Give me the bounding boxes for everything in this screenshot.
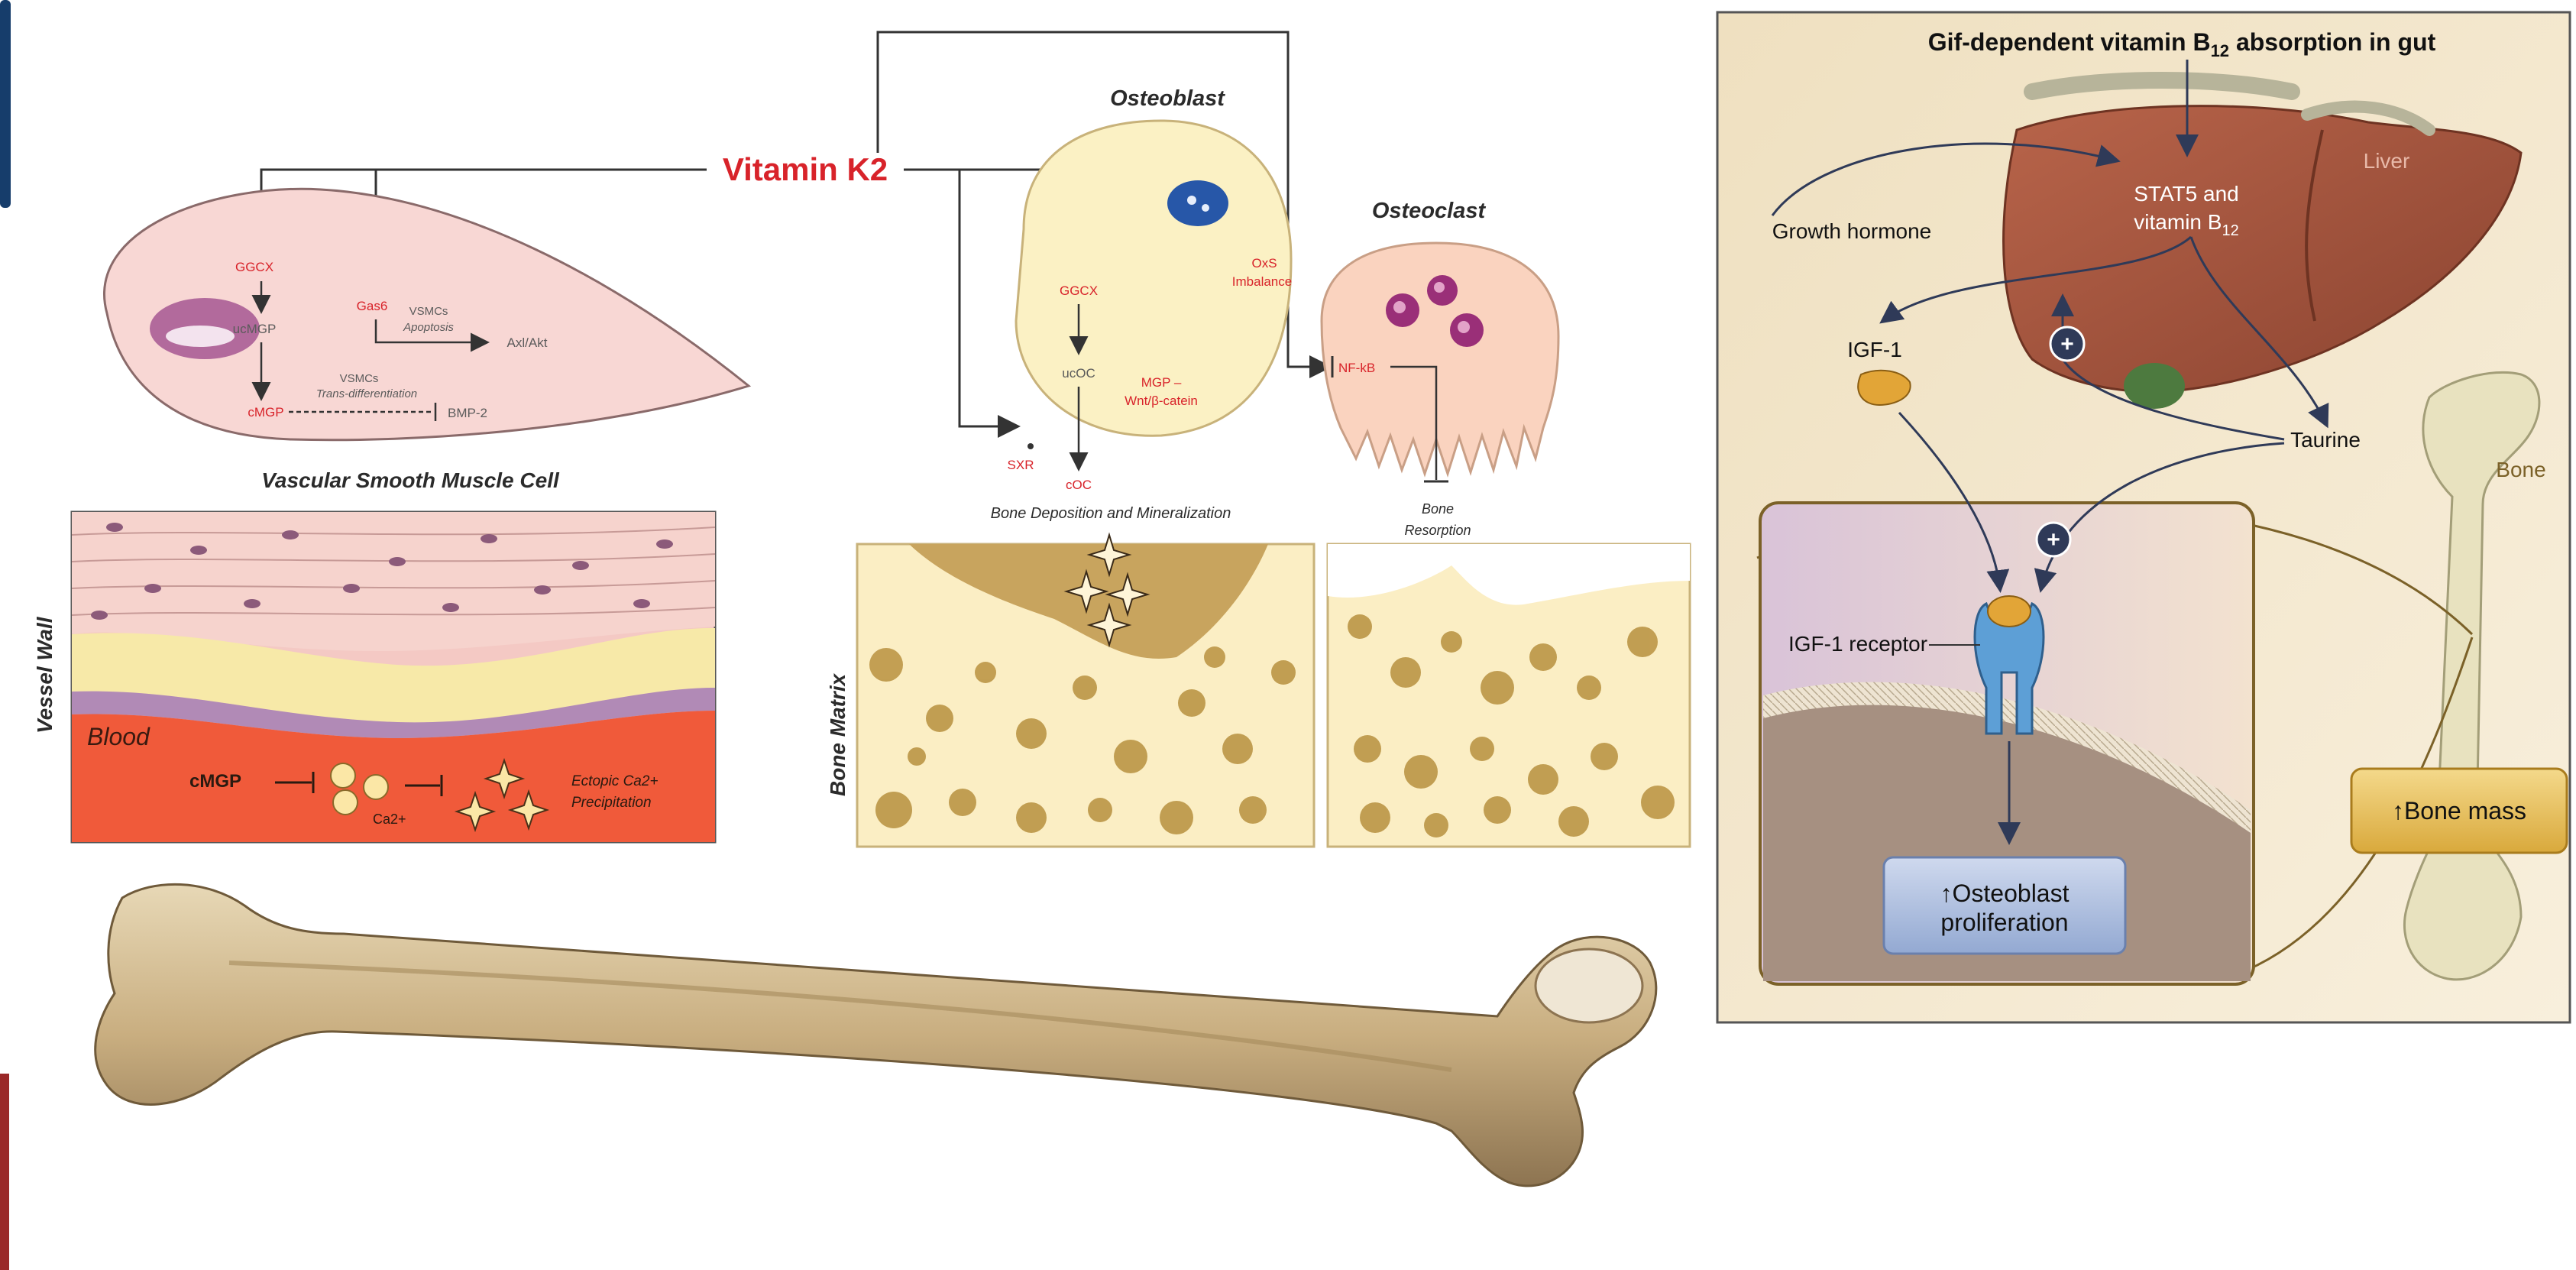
vsmc-apoptosis-line1: VSMCs [409,305,448,318]
bone-pore [869,648,903,682]
bone-pore [1016,802,1047,833]
ectopic-line1: Ectopic Ca2+ [571,773,659,789]
ectopic-line2: Precipitation [571,795,652,811]
osteoblast-ggcx: GGCX [1060,283,1098,298]
bone-pore [949,789,976,816]
igf1-label: IGF-1 [1847,338,1902,361]
bone-pore [1470,737,1494,761]
plus-liver: + [2060,332,2074,357]
vsmc-trans-line1: VSMCs [340,372,379,385]
vessel-wall-panel: Vessel Wall Blood cMGP Ca2+ Ectopic Ca2+… [33,512,715,842]
bone-pore [1641,786,1675,819]
bone-matrix-label: Bone Matrix [826,672,849,796]
bone-pore [1390,657,1421,688]
bone-pore [1239,796,1267,824]
bone-pore [1627,627,1658,657]
edge-fragment-bottom [0,1074,9,1270]
bone-pore [1354,735,1381,763]
liver-label: Liver [2364,149,2410,173]
bone-pore [908,747,926,766]
bone-pore [926,705,953,732]
bone-pore [1348,614,1372,639]
vessel-ca: Ca2+ [373,812,406,827]
bone-deposition-label: Bone Deposition and Mineralization [991,505,1231,522]
bone-pore [1528,764,1558,795]
osteoblast-oxs-line1: OxS [1251,256,1277,271]
vsmc-trans-line2: Trans-differentiation [316,387,417,400]
vsmc-ucmgp: ucMGP [233,322,277,336]
resorption-line1: Bone [1422,501,1454,517]
osteoblast-nucleus [1167,180,1228,226]
bone-pore [1178,689,1205,717]
osteoblast-coc: cOC [1066,478,1092,492]
vessel-cmgp: cMGP [189,771,241,792]
edge-fragment-top [0,0,11,208]
bone-pore [1073,675,1097,700]
bone-pore [1016,718,1047,749]
osteoblast-ucoc: ucOC [1062,366,1095,381]
bone-pore [1114,740,1147,773]
osteoblast-box-line1: ↑Osteoblast [1940,880,2070,907]
bone-pore [1591,743,1618,770]
osteoblast-box-line2: proliferation [1940,909,2068,936]
bone-pore [1360,802,1390,833]
osteoclast-title: Osteoclast [1372,199,1487,223]
bone-pore [1222,734,1253,764]
bone-pore [1441,631,1462,653]
b12-bone-diagram: Gif-dependent vitamin B12 absorption in … [1717,12,2570,1022]
vitamin-k2-diagram: Vitamin K2 GGCX ucMGP cMGP Gas6 VSMCs Ap… [33,32,1690,1186]
bone-pore [1204,646,1225,668]
bone-label: Bone [2496,458,2545,481]
bone-matrix-panels: Bone Matrix [826,535,1690,847]
bone-pore [1160,801,1193,834]
vessel-wall-label: Vessel Wall [33,616,57,734]
bone-pore [1529,643,1557,671]
gallbladder [2124,363,2185,409]
vsmc-gas6: Gas6 [357,299,388,313]
bone-pore [1484,796,1511,824]
bone-pore [1577,675,1601,700]
vsmc-cmgp: cMGP [248,405,283,420]
taurine-label: Taurine [2290,428,2361,452]
right-title: Gif-dependent vitamin B12 absorption in … [1928,28,2436,60]
vsmc-ggcx: GGCX [235,260,273,274]
osteoblast-oxs-line2: Imbalance [1232,274,1292,289]
femur-bone-image [95,884,1656,1186]
bone-pore [1404,755,1438,789]
growth-hormone-label: Growth hormone [1772,219,1932,243]
bone-pore [1271,660,1296,685]
bone-pore [975,662,996,683]
vsmc-bmp: BMP-2 [448,406,487,420]
bone-pore [1481,671,1514,705]
bone-pore [1558,806,1589,837]
osteoblast-sxr: SXR [1008,458,1034,472]
vsmc-apoptosis-line2: Apoptosis [403,321,454,334]
bone-mass-label: ↑Bone mass [2392,797,2526,825]
osteoblast-mgp-line1: MGP – [1141,375,1182,390]
osteoblast-title: Osteoblast [1110,86,1225,111]
vitamin-k2-label: Vitamin K2 [723,151,888,187]
blood-label: Blood [87,723,150,750]
bone-pore [1424,813,1448,837]
plus-receptor: + [2047,527,2060,552]
bone-pore [1088,798,1112,822]
osteoclast-nfkb: NF-kB [1338,361,1375,375]
resorption-line2: Resorption [1404,523,1471,538]
stat5-line1: STAT5 and [2134,182,2238,206]
osteoblast-mgp-line2: Wnt/β-catein [1125,394,1198,408]
vsmc-akt: Axl/Akt [507,335,548,350]
bone-pore [875,792,912,828]
igf1-receptor-label: IGF-1 receptor [1788,632,1927,656]
vsmc-title: Vascular Smooth Muscle Cell [261,468,560,492]
